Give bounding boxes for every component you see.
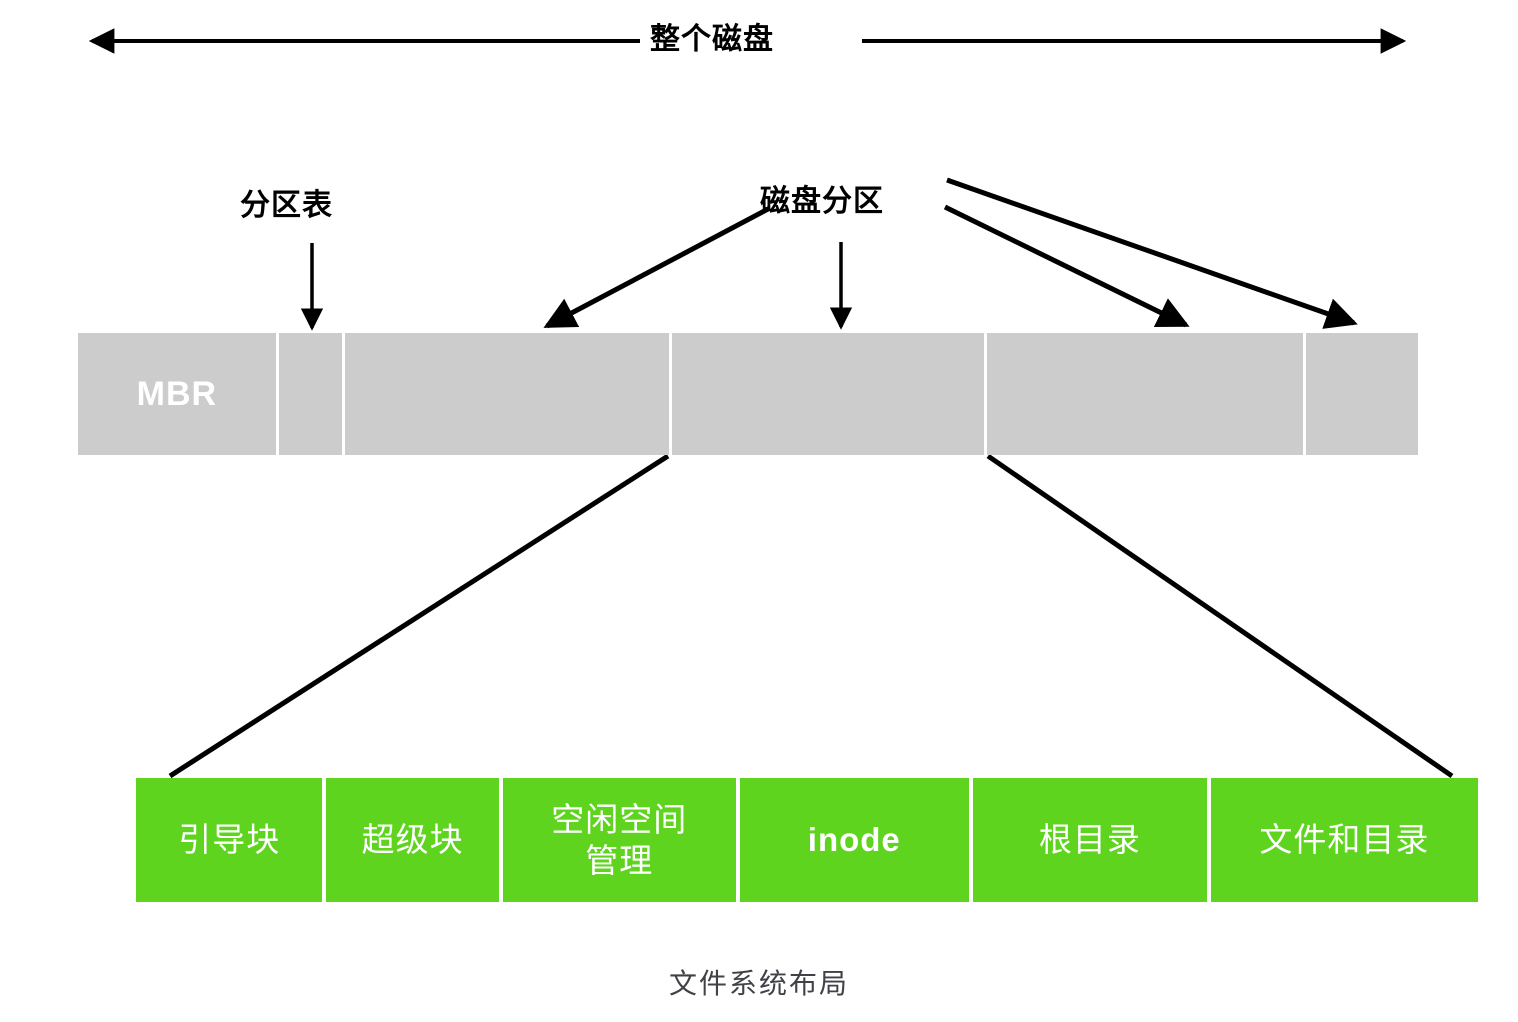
fs-cell-label: inode [807,821,901,859]
disk-segment-mbr: MBR [78,333,276,455]
disk-partition-label: 磁盘分区 [760,185,884,218]
fs-cell-label: 根目录 [1038,821,1141,859]
fs-cell-label: 文件和目录 [1259,821,1430,859]
disk-segment-2 [278,333,343,455]
disk-partition-arrow-1 [543,205,772,329]
fs-cell-label: 空闲空间管理 [551,800,688,879]
whole-disk-label: 整个磁盘 [640,14,784,58]
expansion-connector-right [986,453,1454,779]
disk-segment-4 [672,333,984,455]
fs-cell-3: 空闲空间管理 [502,778,736,902]
partition-table-label: 分区表 [240,189,333,222]
disk-segment-6 [1306,333,1418,455]
diagram-caption: 文件系统布局 [668,968,849,999]
fs-cell-label: 引导块 [178,821,281,859]
disk-segment-5 [986,333,1304,455]
disk-segment-label: MBR [136,374,218,413]
filesystem-layout-bar: 引导块 超级块 空闲空间管理 inode 根目录 文件和目录 [136,778,1478,902]
whole-disk-bar: MBR [78,333,1418,455]
fs-cell-label: 超级块 [361,821,464,859]
disk-partition-arrow-3 [943,204,1190,328]
fs-cell-2: 超级块 [326,778,499,902]
disk-segment-3 [345,333,670,455]
fs-cell-5: 根目录 [972,778,1207,902]
expansion-connector-left [168,453,670,779]
disk-partition-arrow-4 [946,177,1358,329]
fs-cell-6: 文件和目录 [1210,778,1478,902]
fs-cell-4: inode [739,778,969,902]
fs-cell-1: 引导块 [136,778,323,902]
